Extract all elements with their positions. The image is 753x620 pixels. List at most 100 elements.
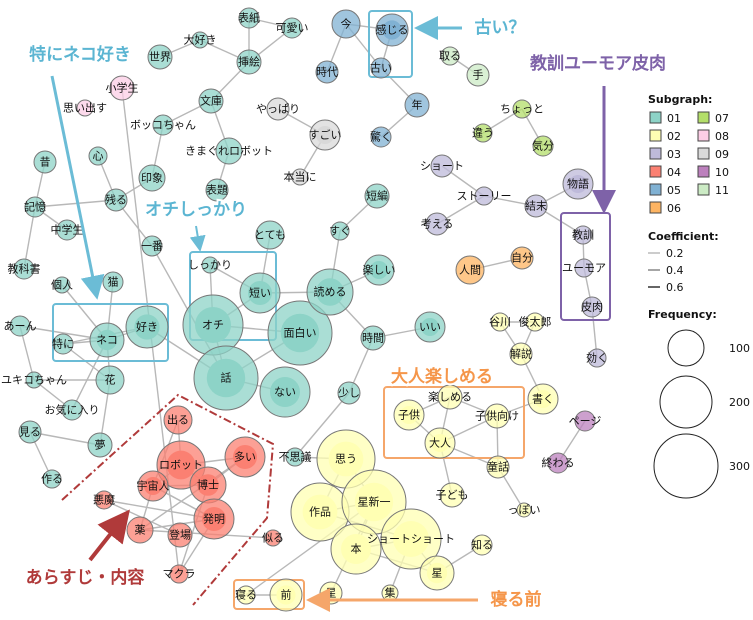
node[interactable]: 短い xyxy=(239,272,281,314)
node[interactable]: すごい xyxy=(309,119,342,151)
node[interactable]: 自分 xyxy=(510,246,534,270)
node[interactable]: 結末 xyxy=(524,194,548,218)
node[interactable]: 見る xyxy=(18,420,42,444)
node[interactable]: すぐ xyxy=(329,221,351,241)
node[interactable]: 多い xyxy=(224,436,266,478)
node[interactable]: 効く xyxy=(586,348,608,368)
node[interactable]: 花 xyxy=(95,365,125,395)
node[interactable]: 薬 xyxy=(126,516,154,544)
node[interactable]: 記憶 xyxy=(24,196,46,218)
node[interactable]: 星 xyxy=(419,555,455,591)
node[interactable]: 前 xyxy=(269,578,303,612)
node[interactable]: 夢 xyxy=(87,432,113,458)
node[interactable]: 考える xyxy=(421,212,454,236)
node[interactable]: 世界 xyxy=(147,44,173,70)
node[interactable]: ユーモア xyxy=(562,258,606,278)
node[interactable]: 博士 xyxy=(189,466,227,504)
node[interactable]: ネコ xyxy=(89,322,125,358)
node[interactable]: 知る xyxy=(471,534,493,556)
node[interactable]: 違う xyxy=(472,123,494,143)
node[interactable]: 表紙 xyxy=(238,7,260,29)
node[interactable]: ボッコちゃん xyxy=(130,114,196,136)
node[interactable]: 個人 xyxy=(51,276,73,294)
node[interactable]: 面白い xyxy=(267,300,333,366)
node[interactable]: 特に xyxy=(52,333,74,355)
node[interactable]: ストーリー xyxy=(457,186,512,206)
node[interactable]: ページ xyxy=(569,410,602,432)
node[interactable]: 読める xyxy=(306,268,354,316)
node[interactable]: 本当に xyxy=(284,168,317,186)
node[interactable]: しっかり xyxy=(188,256,232,274)
node[interactable]: 寝る xyxy=(235,585,257,605)
node[interactable]: 出る xyxy=(163,405,193,435)
node[interactable]: ユキコちゃん xyxy=(1,371,67,389)
node[interactable]: やっぱり xyxy=(256,97,300,121)
node[interactable]: 挿絵 xyxy=(236,49,262,75)
node[interactable]: 中学生 xyxy=(51,219,84,241)
node[interactable]: 作る xyxy=(41,469,63,489)
node[interactable]: 手 xyxy=(466,63,490,87)
node[interactable]: 大人 xyxy=(424,427,456,459)
node[interactable]: 書く xyxy=(527,383,559,415)
node[interactable]: オチ xyxy=(182,294,244,356)
node[interactable]: 思い出す xyxy=(63,99,107,117)
node[interactable]: 子供向け xyxy=(475,403,519,429)
node[interactable]: 猫 xyxy=(102,271,124,293)
node[interactable]: 宇宙人 xyxy=(137,470,170,502)
node[interactable]: 不思議 xyxy=(279,447,312,467)
node[interactable]: 発明 xyxy=(193,498,235,540)
node[interactable]: お気に入り xyxy=(45,399,100,421)
node[interactable]: 楽しめる xyxy=(428,384,472,410)
node[interactable]: 感じる xyxy=(375,13,409,47)
node[interactable]: 印象 xyxy=(138,164,166,192)
node[interactable]: 物語 xyxy=(562,168,594,200)
node[interactable]: 残る xyxy=(104,188,128,212)
node[interactable]: 小学生 xyxy=(106,75,139,101)
node[interactable]: 俊太郎 xyxy=(519,312,552,332)
node[interactable]: 皮肉 xyxy=(581,296,603,318)
node[interactable]: 表題 xyxy=(205,178,229,202)
node[interactable]: 今 xyxy=(331,9,361,39)
node[interactable]: マクラ xyxy=(163,564,196,584)
node[interactable]: とても xyxy=(254,220,286,250)
node[interactable]: 集 xyxy=(381,584,399,602)
node[interactable]: 教科書 xyxy=(8,258,41,280)
node[interactable]: ショート xyxy=(420,154,464,178)
node[interactable]: 気分 xyxy=(532,135,554,157)
node[interactable]: 似る xyxy=(262,529,284,547)
node[interactable]: ちょっと xyxy=(500,99,544,119)
node[interactable]: 童話 xyxy=(486,455,510,479)
node[interactable]: 好き xyxy=(125,305,169,349)
node[interactable]: 古い xyxy=(370,57,392,79)
node[interactable]: 心 xyxy=(88,146,108,166)
node[interactable]: あーん xyxy=(4,315,37,337)
node[interactable]: 子ども xyxy=(436,482,469,508)
node[interactable]: きまぐれロボット xyxy=(185,137,273,165)
node[interactable]: 本 xyxy=(330,523,382,575)
node[interactable]: 可愛い xyxy=(276,17,309,39)
node[interactable]: ショートショート xyxy=(367,508,455,570)
node[interactable]: 話 xyxy=(193,345,259,411)
node[interactable]: 作品 xyxy=(290,482,350,542)
node[interactable]: 悪魔 xyxy=(93,490,115,510)
node[interactable]: 時代 xyxy=(315,60,339,84)
node[interactable]: 驚く xyxy=(370,126,392,148)
node[interactable]: ない xyxy=(259,366,311,418)
node[interactable]: 谷川 xyxy=(489,312,511,332)
node[interactable]: 解説 xyxy=(509,342,533,366)
node[interactable]: 取る xyxy=(439,46,461,66)
node[interactable]: 文庫 xyxy=(198,88,224,114)
node[interactable]: いい xyxy=(414,311,446,343)
node[interactable]: 短編 xyxy=(364,183,390,209)
node[interactable]: 年 xyxy=(404,92,430,118)
node[interactable]: 大好き xyxy=(184,31,217,49)
node[interactable]: 終わる xyxy=(542,452,575,474)
node[interactable]: っぽい xyxy=(508,502,541,518)
node[interactable]: 教訓 xyxy=(572,225,594,245)
node[interactable]: 時間 xyxy=(360,325,386,351)
node[interactable]: 一番 xyxy=(141,235,163,257)
node[interactable]: 登場 xyxy=(167,522,193,548)
node[interactable]: 昔 xyxy=(33,150,57,174)
node[interactable]: 人間 xyxy=(455,255,485,285)
node[interactable]: 楽しい xyxy=(363,254,396,286)
